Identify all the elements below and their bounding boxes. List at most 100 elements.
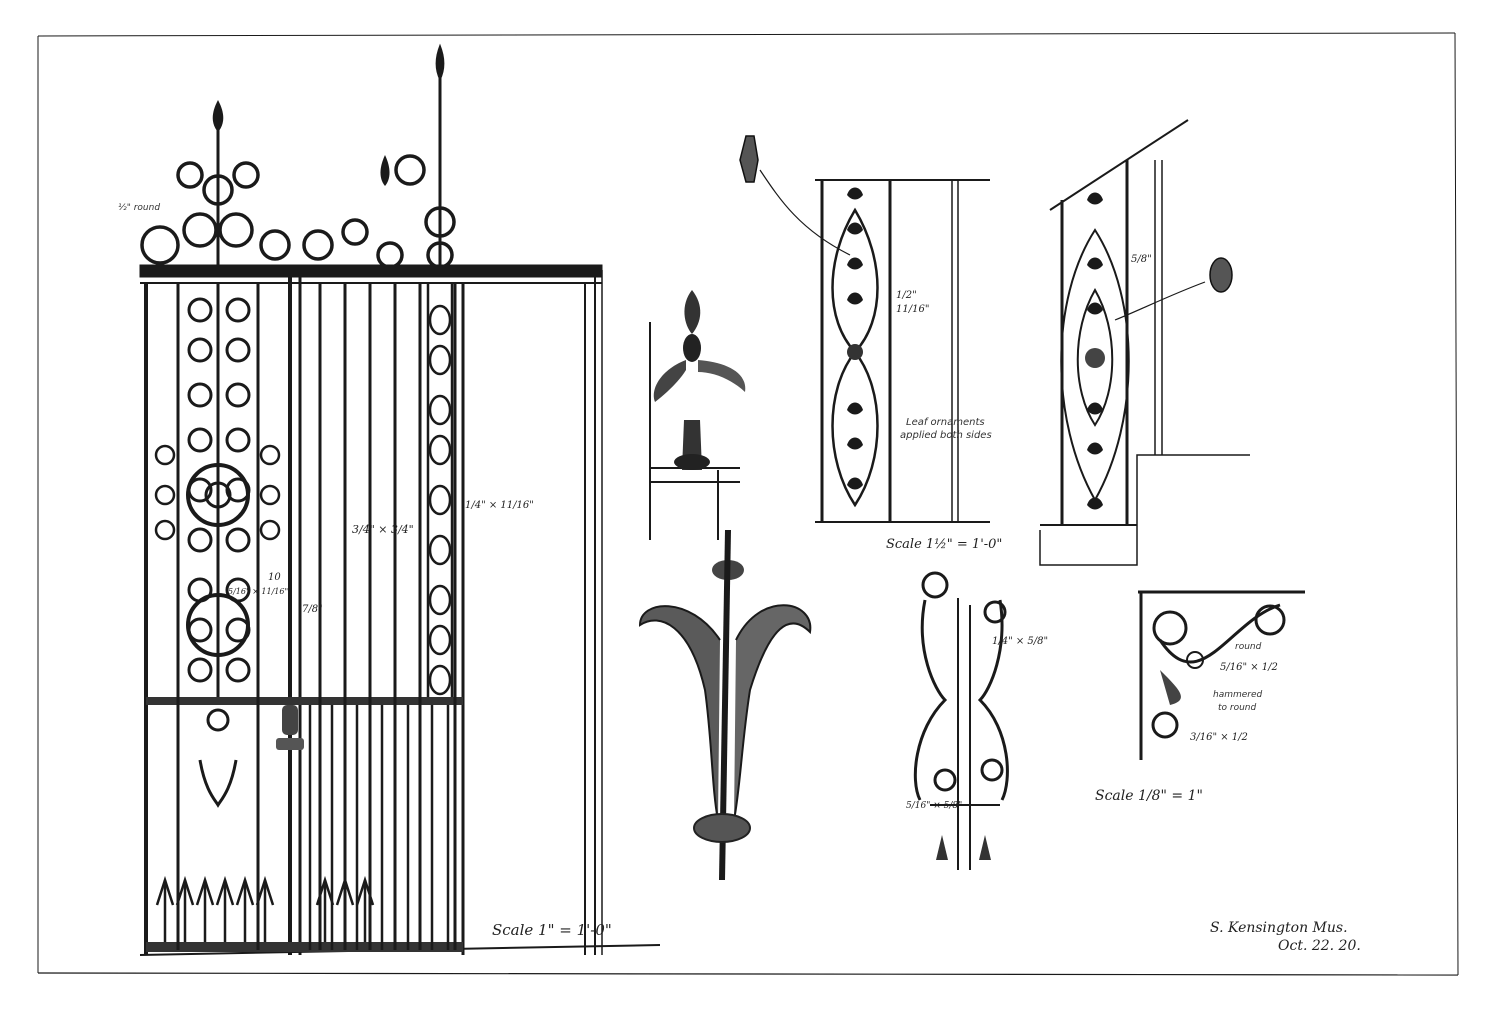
mid-leaf <box>847 257 863 270</box>
bracket-leaf <box>1160 670 1181 705</box>
stair-step-line <box>1039 454 1250 566</box>
annotation-scale-mid: Scale 1½" = 1'-0" <box>886 537 1002 552</box>
signature-line-2: Oct. 22. 20. <box>1278 938 1361 954</box>
annotation-dim-corner-b: 3/16" × 1/2 <box>1190 732 1248 743</box>
small-baluster-scroll-l <box>933 768 957 792</box>
small-baluster-scroll-top-l <box>921 571 949 599</box>
column-ornament <box>428 664 452 696</box>
side-scroll <box>259 484 281 506</box>
sheet-border-bottom <box>37 972 1459 976</box>
cresting-scroll <box>140 225 180 265</box>
mid-panel-rosette <box>847 344 863 360</box>
stair-leaf <box>1087 302 1103 315</box>
finial-leaf-right <box>698 360 746 392</box>
column-ornament <box>428 394 452 426</box>
bracket-scroll-1 <box>1152 610 1188 646</box>
section-oval-right <box>1209 257 1233 293</box>
small-baluster-outline-l <box>913 599 948 801</box>
stair-leaf <box>1087 192 1103 205</box>
scroll-curl-right <box>225 297 251 323</box>
bracket-scroll-3 <box>1151 711 1179 739</box>
bracket-main-curve <box>1158 603 1281 664</box>
stair-leaf <box>1087 257 1103 270</box>
small-baluster-scroll-top-r <box>983 600 1007 624</box>
scroll-curl-left <box>187 297 213 323</box>
leaf-study-base-collar <box>693 813 751 843</box>
annotation-bar-center: 3/4" × 3/4" <box>352 523 414 536</box>
small-baluster-outline-r <box>977 599 1009 801</box>
mid-leaf <box>847 187 863 200</box>
annotation-round-top: ½" round <box>118 203 160 213</box>
cresting-scroll <box>302 229 334 261</box>
cresting-scroll <box>182 212 218 248</box>
right-column-ornament <box>426 283 454 697</box>
annotation-dim-right: 5/8" <box>1131 254 1152 265</box>
cresting-scroll <box>176 161 204 189</box>
scroll-curl-left <box>187 337 213 363</box>
cresting-fleur <box>212 100 224 132</box>
annotation-dim-lower-a: 1/4" × 5/8" <box>992 636 1048 647</box>
annotation-round-corner: round <box>1235 642 1262 652</box>
scroll-curl-left <box>187 427 213 453</box>
cresting-scroll <box>259 229 291 261</box>
side-scroll <box>259 519 281 541</box>
stair-leaf <box>1087 402 1103 415</box>
mid-leaf <box>847 222 863 235</box>
scroll-curl-left <box>187 657 213 683</box>
mid-leaf <box>847 402 863 415</box>
annotation-dim-ten: 10 <box>268 572 281 583</box>
cresting-scroll <box>341 218 369 246</box>
stair-rosette <box>1085 348 1105 368</box>
side-scroll <box>154 484 176 506</box>
annotation-bar-right: 1/4" × 11/16" <box>465 500 534 511</box>
bracket-scroll-2 <box>1254 604 1286 636</box>
main-gate <box>139 43 661 956</box>
scroll-curl-right <box>225 337 251 363</box>
stair-leaf <box>1087 497 1103 510</box>
gate-bottom-rail <box>146 942 463 952</box>
gate-top-rail <box>139 264 603 278</box>
mid-leaf <box>847 292 863 305</box>
column-ornament <box>428 484 452 516</box>
sheet-border-right <box>1454 32 1459 976</box>
mid-leaf <box>847 477 863 490</box>
column-ornament <box>428 624 452 656</box>
annotation-scale-main: Scale 1" = 1'-0" <box>492 921 612 939</box>
annotation-dim-corner-a: 5/16" × 1/2 <box>1220 662 1278 673</box>
annotation-leaf-note-1: Leaf ornaments <box>906 417 985 428</box>
column-ornament <box>428 344 452 376</box>
baluster-panel-middle <box>739 135 990 523</box>
side-scroll <box>259 444 281 466</box>
gate-bars <box>176 283 457 950</box>
finial-bud <box>684 290 701 334</box>
leaf-study-left <box>638 605 721 821</box>
annotation-dim-lower-b: 5/16" × 5/8" <box>906 801 962 811</box>
scroll-curl-right <box>225 427 251 453</box>
gate-latch-bar <box>276 738 304 750</box>
stair-ellipse-inner <box>1076 287 1114 427</box>
lower-leaf-ornament <box>198 759 238 808</box>
handrail <box>1049 119 1189 211</box>
finial-collar <box>683 334 701 362</box>
cresting-scroll <box>218 212 254 248</box>
finial-base <box>674 454 710 470</box>
arrow-to-stair <box>1114 281 1206 321</box>
annotation-dim-a: 5/16" × 11/16" <box>228 587 288 596</box>
stair-baluster-panel <box>1039 119 1250 566</box>
annotation-scale-small: Scale 1/8" = 1" <box>1095 788 1203 804</box>
gate-latch <box>282 705 298 735</box>
finial-leaf-left <box>653 360 686 402</box>
small-baluster-scroll-r <box>980 758 1004 782</box>
mid-panel-ellipse-bottom <box>831 349 879 508</box>
scroll-curl-left <box>187 527 213 553</box>
left-panel-scrollwork <box>154 283 281 808</box>
annotation-dim-seven: 7/8" <box>302 604 323 615</box>
small-baluster-tassel-r <box>979 835 991 860</box>
cresting-scroll <box>394 154 426 186</box>
annotation-hammered-1: hammered <box>1213 690 1263 700</box>
cresting-scroll <box>376 241 404 269</box>
mid-leaf <box>847 437 863 450</box>
sheet-border-top <box>37 32 1456 37</box>
